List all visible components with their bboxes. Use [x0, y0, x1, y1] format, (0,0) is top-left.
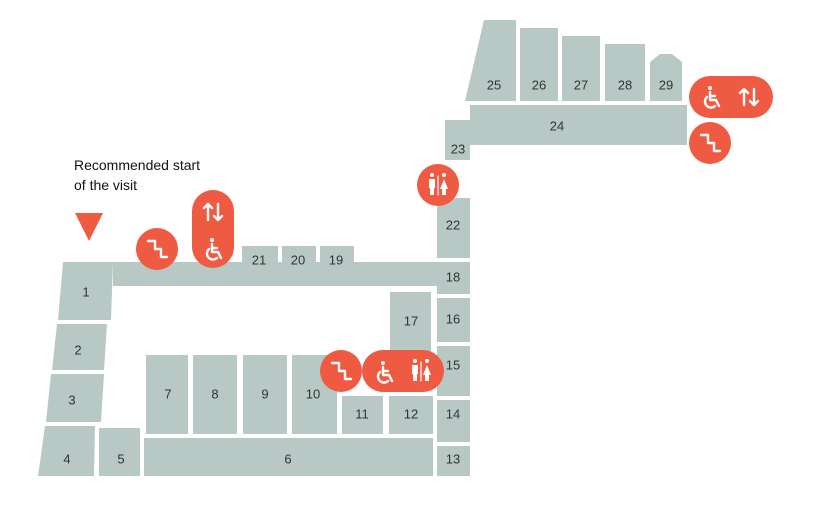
room-label: 11 [355, 406, 369, 421]
wheelchair-restroom-marker [362, 350, 444, 392]
room-29[interactable] [650, 54, 682, 101]
room-9[interactable] [243, 355, 287, 434]
room-12[interactable] [389, 396, 433, 434]
room-label: 19 [329, 252, 343, 267]
room-27[interactable] [562, 36, 600, 101]
room-label: 15 [446, 357, 460, 372]
room-2[interactable] [52, 324, 107, 370]
room-label: 1 [82, 284, 89, 299]
start-marker-icon [75, 213, 103, 241]
room-19[interactable] [320, 246, 354, 264]
room-25[interactable] [465, 20, 516, 101]
room-label: 20 [291, 252, 305, 267]
room-labels: 1 2 3 4 5 6 7 8 9 10 11 12 13 14 15 16 1… [63, 77, 673, 466]
stairs-icon [320, 350, 362, 392]
room-23[interactable] [445, 120, 470, 160]
room-label: 5 [117, 451, 124, 466]
room-5[interactable] [99, 428, 140, 476]
room-label: 2 [74, 342, 81, 357]
room-21[interactable] [242, 246, 278, 264]
room-14[interactable] [437, 400, 470, 442]
room-label: 7 [164, 386, 171, 401]
elevator-wheelchair-marker [192, 190, 234, 268]
room-22[interactable] [437, 198, 470, 258]
floor-shapes [38, 20, 687, 476]
room-label: 22 [446, 217, 460, 232]
room-17[interactable] [390, 292, 431, 352]
room-label: 3 [68, 392, 75, 407]
room-label: 4 [63, 451, 70, 466]
room-label: 26 [532, 77, 546, 92]
room-8[interactable] [193, 355, 237, 434]
room-16[interactable] [437, 298, 470, 342]
room-label: 12 [404, 406, 418, 421]
room-18[interactable] [437, 262, 470, 294]
room-1[interactable] [58, 262, 113, 320]
room-label: 10 [306, 386, 320, 401]
room-20[interactable] [282, 246, 316, 264]
room-label: 28 [618, 77, 632, 92]
start-label-line1: Recommended start [74, 157, 201, 173]
room-7[interactable] [146, 355, 188, 434]
room-label: 25 [487, 77, 501, 92]
restroom-icon [411, 358, 432, 382]
room-4[interactable] [38, 426, 95, 476]
restroom-icon [417, 164, 459, 206]
room-label: 18 [446, 269, 460, 284]
room-6[interactable] [144, 438, 433, 476]
room-label: 8 [211, 386, 218, 401]
room-label: 27 [574, 77, 588, 92]
room-label: 17 [404, 313, 418, 328]
room-11[interactable] [342, 396, 383, 434]
room-label: 16 [446, 311, 460, 326]
room-label: 6 [284, 451, 291, 466]
stairs-icon [689, 122, 731, 164]
facility-markers [136, 76, 773, 392]
room-26[interactable] [520, 28, 558, 101]
room-label: 21 [252, 252, 266, 267]
wheelchair-elevator-marker [689, 76, 773, 118]
room-label: 29 [659, 77, 673, 92]
start-label: Recommended start of the visit [74, 155, 200, 195]
room-label: 9 [261, 386, 268, 401]
room-13[interactable] [437, 446, 470, 476]
room-3[interactable] [46, 374, 104, 422]
room-28[interactable] [605, 44, 645, 101]
start-label-line2: of the visit [74, 177, 138, 193]
room-label: 13 [446, 451, 460, 466]
room-label: 23 [451, 141, 465, 156]
stairs-icon [136, 228, 178, 270]
room-label: 24 [550, 118, 564, 133]
room-24-annex [650, 126, 687, 145]
room-label: 14 [446, 406, 460, 421]
